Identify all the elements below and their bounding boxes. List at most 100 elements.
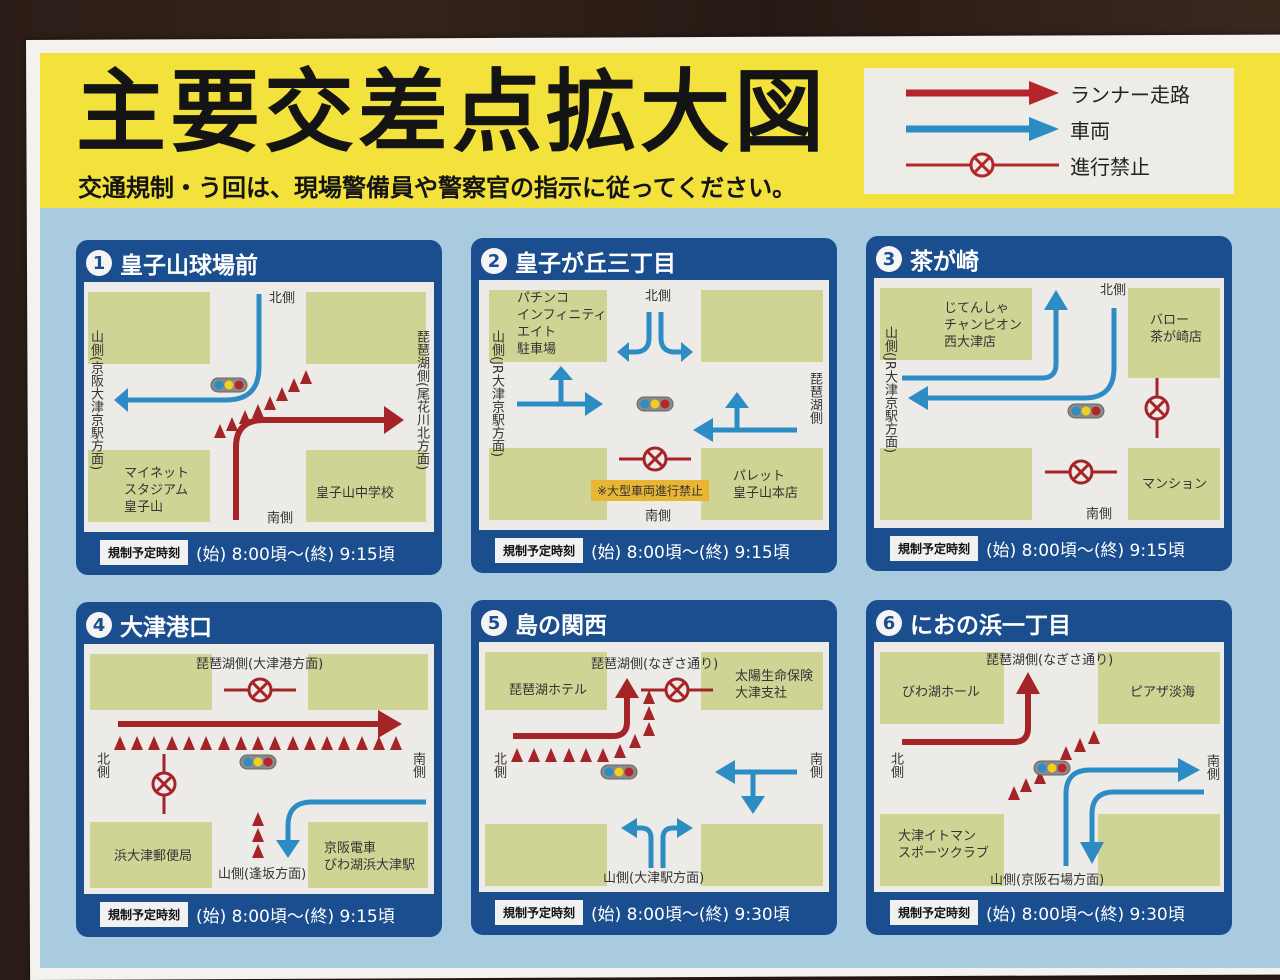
no-entry-icon [1043, 459, 1119, 485]
panel-header: 2 皇子が丘三丁目 [481, 244, 676, 278]
traffic-signal-icon [239, 754, 277, 770]
intersection-map: 北側 南側 山側(京阪大津京駅方面) 琵琶湖側(尾花川北方面) マイネット スタ… [84, 282, 434, 532]
block-sw [485, 824, 607, 886]
label-south: 南側 [410, 752, 425, 778]
block-sw [90, 822, 212, 888]
runner-route [233, 417, 396, 520]
legend-label: 進行禁止 [1070, 154, 1150, 179]
label-post-office: 浜大津郵便局 [114, 849, 193, 864]
block-sw [88, 450, 210, 522]
cone-icons [114, 736, 402, 750]
panel-number: 2 [481, 248, 507, 274]
no-entry-icon [617, 446, 693, 472]
panel-number: 4 [86, 612, 112, 638]
red-arrow-icon [1016, 672, 1040, 694]
intersection-panel-1: 1 皇子山球場前 北側 南側 山側(京阪大津京駅方面) 琵琶湖側(尾花川北方面)… [76, 240, 442, 575]
intersection-panel-2: 2 皇子が丘三丁目 北側 南側 山側(JR大津京駅方面) 琵琶湖側 パチンコ イ… [471, 238, 837, 573]
block-se [701, 824, 823, 886]
block-ne [306, 292, 426, 364]
red-arrow-icon [378, 710, 402, 738]
label-north: 北側 [888, 752, 903, 778]
schedule-row: 規制予定時刻 (始) 8:00頃～(終) 9:15頃 [890, 534, 1185, 562]
legend-item-no-entry: 進行禁止 [904, 148, 1150, 182]
schedule-time: (始) 8:00頃～(終) 9:30頃 [986, 904, 1185, 925]
block-nw [489, 290, 607, 362]
blue-arrow-icon [741, 796, 765, 814]
block-se [306, 450, 426, 522]
intersection-panel-4: 4 大津港口 琵琶湖側(大津港方面) 山側(逢坂方面) 北側 南側 浜大津郵便局… [76, 602, 442, 937]
label-south: 南側 [1086, 507, 1113, 522]
block-nw [88, 292, 210, 364]
traffic-overlay [517, 312, 797, 472]
panel-header: 4 大津港口 [86, 608, 212, 642]
block-nw [880, 652, 1004, 724]
traffic-overlay [511, 677, 797, 868]
panel-number: 6 [876, 610, 902, 636]
schedule-label: 規制予定時刻 [495, 899, 584, 925]
label-south: 南側 [807, 752, 822, 778]
traffic-signal-icon [210, 377, 248, 393]
label-west: 山側(JR大津京駅方面) [489, 330, 504, 458]
schedule-label: 規制予定時刻 [100, 539, 189, 565]
blue-arrow-icon [621, 818, 637, 838]
label-south: 南側 [1204, 754, 1219, 780]
legend: ランナー走路 車両 進行禁止 [864, 68, 1234, 194]
no-entry-icon [906, 152, 1059, 178]
schedule-time: (始) 8:00頃～(終) 9:15頃 [196, 544, 395, 565]
block-ne [1098, 652, 1220, 724]
panel-title: 茶が崎 [910, 249, 979, 275]
panel-header: 1 皇子山球場前 [86, 246, 258, 280]
traffic-overlay [114, 677, 426, 858]
blue-arrow-icon [681, 342, 693, 362]
label-north: 北側 [491, 752, 506, 778]
panel-header: 3 茶が崎 [876, 242, 979, 276]
no-entry-icon [151, 752, 177, 816]
intersection-map: 琵琶湖側(なぎさ通り) 山側(大津駅方面) 北側 南側 琵琶湖ホテル 太陽生命保… [479, 642, 829, 892]
label-lake-side: 琵琶湖側(なぎさ通り) [986, 653, 1114, 668]
blue-arrow-icon [1044, 290, 1068, 310]
block-nw [880, 288, 1032, 360]
intersection-map: 琵琶湖側(大津港方面) 山側(逢坂方面) 北側 南側 浜大津郵便局 京阪電車 び… [84, 644, 434, 894]
label-north: 北側 [269, 291, 296, 306]
label-east: 琵琶湖側(尾花川北方面) [414, 330, 429, 471]
schedule-time: (始) 8:00頃～(終) 9:15頃 [591, 542, 790, 563]
block-ne [1128, 288, 1220, 378]
large-vehicle-warning: ※大型車両進行禁止 [591, 480, 710, 501]
intersection-map: 北側 南側 山側(JR大津京駅方面) じてんしゃ チャンピオン 西大津店 バロー… [874, 278, 1224, 528]
panel-number: 3 [876, 246, 902, 272]
red-arrow-icon [384, 406, 404, 434]
panel-title: 島の関西 [515, 613, 607, 639]
label-mountain-side: 山側(京阪石場方面) [990, 873, 1105, 888]
label-bike-shop: じてんしゃ チャンピオン 西大津店 [944, 301, 1022, 350]
schedule-row: 規制予定時刻 (始) 8:00頃～(終) 9:15頃 [100, 538, 395, 566]
blue-arrow-icon [549, 366, 573, 380]
label-mountain-side: 山側(逢坂方面) [218, 867, 307, 882]
schedule-label: 規制予定時刻 [890, 899, 979, 925]
intersection-map: 琵琶湖側(なぎさ通り) 山側(京阪石場方面) 北側 南側 びわ湖ホール ピアザ淡… [874, 642, 1224, 892]
traffic-overlay [114, 294, 404, 520]
label-piazza: ピアザ淡海 [1130, 685, 1196, 700]
panel-title: 大津港口 [120, 615, 212, 641]
blue-arrow-icon [725, 392, 749, 408]
no-entry-icon [222, 677, 298, 703]
intersection-panel-3: 3 茶が崎 北側 南側 山側(JR大津京駅方面) じてんしゃ チャンピオン 西大… [866, 236, 1232, 571]
block-ne [308, 654, 428, 710]
label-itoman: 大津イトマン スポーツクラブ [898, 829, 989, 861]
cone-icons [252, 812, 264, 858]
block-se [701, 448, 823, 520]
label-east: 琵琶湖側 [807, 372, 822, 424]
blue-arrow-icon [1178, 758, 1200, 782]
traffic-overlay [902, 672, 1204, 866]
label-insurance: 太陽生命保険 大津支社 [735, 669, 814, 701]
traffic-signal-icon [1033, 760, 1071, 776]
schedule-time: (始) 8:00頃～(終) 9:30頃 [591, 904, 790, 925]
label-west: 山側(JR大津京駅方面) [882, 326, 897, 454]
legend-item-runner: ランナー走路 [904, 76, 1190, 110]
label-pachinko: パチンコ インフィニティ エイト 駐車場 [517, 291, 607, 357]
block-ne [701, 652, 823, 710]
traffic-signal-icon [600, 764, 638, 780]
block-se [1128, 448, 1220, 520]
label-stadium: マイネット スタジアム 皇子山 [124, 466, 190, 515]
label-school: 皇子山中学校 [316, 486, 395, 501]
legend-item-vehicle: 車両 [904, 112, 1110, 146]
